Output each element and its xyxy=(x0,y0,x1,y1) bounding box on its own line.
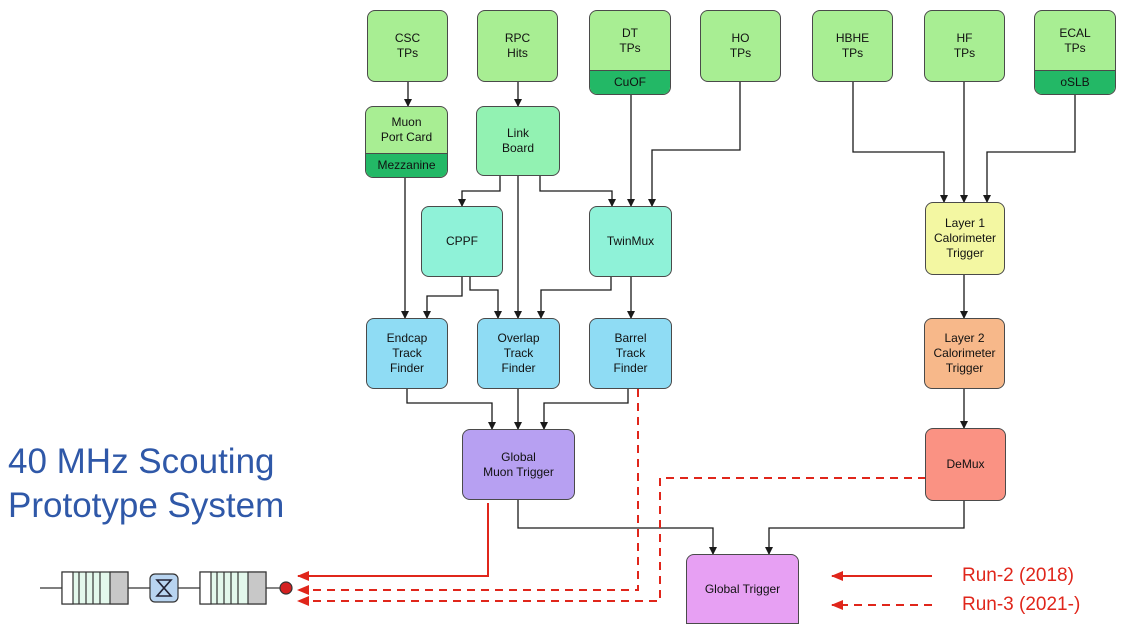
cuof-label: CuOF xyxy=(590,70,670,94)
arrow-barrel-to-gmt xyxy=(540,389,629,430)
layer1-calorimeter-trigger-box: Layer 1 Calorimeter Trigger xyxy=(925,202,1005,275)
link-board-label: Link Board xyxy=(501,126,535,155)
hf-tps-box: HF TPs xyxy=(924,10,1005,82)
demux-label: DeMux xyxy=(946,457,985,471)
run3-tap-barrel xyxy=(297,389,639,595)
arrow-cppf-to-overlap xyxy=(469,277,502,319)
endcap-label: Endcap Track Finder xyxy=(386,331,428,375)
oslb-label: oSLB xyxy=(1035,70,1115,94)
twinmux-label: TwinMux xyxy=(606,234,655,248)
demux-box: DeMux xyxy=(925,428,1006,501)
layer2-calorimeter-trigger-box: Layer 2 Calorimeter Trigger xyxy=(924,318,1005,389)
hbhe-tps-box: HBHE TPs xyxy=(812,10,893,82)
arrow-endcap-to-gmt xyxy=(406,389,496,430)
ecal-tps-box: ECAL TPs oSLB xyxy=(1034,10,1116,95)
hbhe-tps-label: HBHE TPs xyxy=(835,31,870,60)
csc-tps-label: CSC TPs xyxy=(394,31,421,60)
run2-tap-gmt xyxy=(297,503,489,581)
link-board-box: Link Board xyxy=(476,106,560,176)
barrel-label: Barrel Track Finder xyxy=(613,331,648,375)
arrow-gmt-to-gt xyxy=(517,500,717,555)
cppf-box: CPPF xyxy=(421,206,503,277)
scouting-system-icon xyxy=(40,571,293,605)
arrow-demux-to-gt xyxy=(765,501,965,555)
input-node-icon xyxy=(279,581,293,595)
layer1-label: Layer 1 Calorimeter Trigger xyxy=(933,216,996,260)
run3-tap-demux xyxy=(297,477,926,606)
muon-port-card-label: Muon Port Card xyxy=(380,115,433,144)
arrow-hbhe-to-layer1 xyxy=(852,82,948,203)
arrow-linkboard-to-cppf xyxy=(458,176,501,207)
hf-tps-label: HF TPs xyxy=(953,31,976,60)
ecal-tps-label: ECAL TPs xyxy=(1059,25,1091,55)
legend-run2-label: Run-2 (2018) xyxy=(962,565,1074,586)
dt-tps-label: DT TPs xyxy=(619,25,641,55)
arrow-ecal-to-layer1 xyxy=(983,95,1076,203)
muon-port-card-box: Muon Port Card Mezzanine xyxy=(365,106,448,178)
global-trigger-box: Global Trigger xyxy=(686,554,799,624)
arrow-twinmux-to-overlap xyxy=(537,277,612,319)
rpc-hits-box: RPC Hits xyxy=(477,10,558,82)
arrow-ho-to-twinmux xyxy=(648,82,741,207)
endcap-track-finder-box: Endcap Track Finder xyxy=(366,318,448,389)
legend-run3-label: Run-3 (2021-) xyxy=(962,594,1081,615)
cppf-label: CPPF xyxy=(445,234,478,248)
ho-tps-box: HO TPs xyxy=(700,10,781,82)
mezzanine-label: Mezzanine xyxy=(366,153,447,177)
arrow-linkboard-to-twinmux xyxy=(539,176,616,207)
ho-tps-label: HO TPs xyxy=(729,31,752,60)
barrel-track-finder-box: Barrel Track Finder xyxy=(589,318,672,389)
twinmux-box: TwinMux xyxy=(589,206,672,277)
dt-tps-box: DT TPs CuOF xyxy=(589,10,671,95)
global-trigger-label: Global Trigger xyxy=(704,581,781,596)
page-title: 40 MHz Scouting Prototype System xyxy=(8,442,285,525)
overlap-track-finder-box: Overlap Track Finder xyxy=(477,318,560,389)
gmt-label: Global Muon Trigger xyxy=(483,449,554,479)
csc-tps-box: CSC TPs xyxy=(367,10,448,82)
overlap-label: Overlap Track Finder xyxy=(497,331,540,375)
layer2-label: Layer 2 Calorimeter Trigger xyxy=(933,331,996,375)
global-muon-trigger-box: Global Muon Trigger xyxy=(462,429,575,500)
rpc-hits-label: RPC Hits xyxy=(504,31,531,60)
arrow-cppf-to-endcap xyxy=(423,277,463,319)
